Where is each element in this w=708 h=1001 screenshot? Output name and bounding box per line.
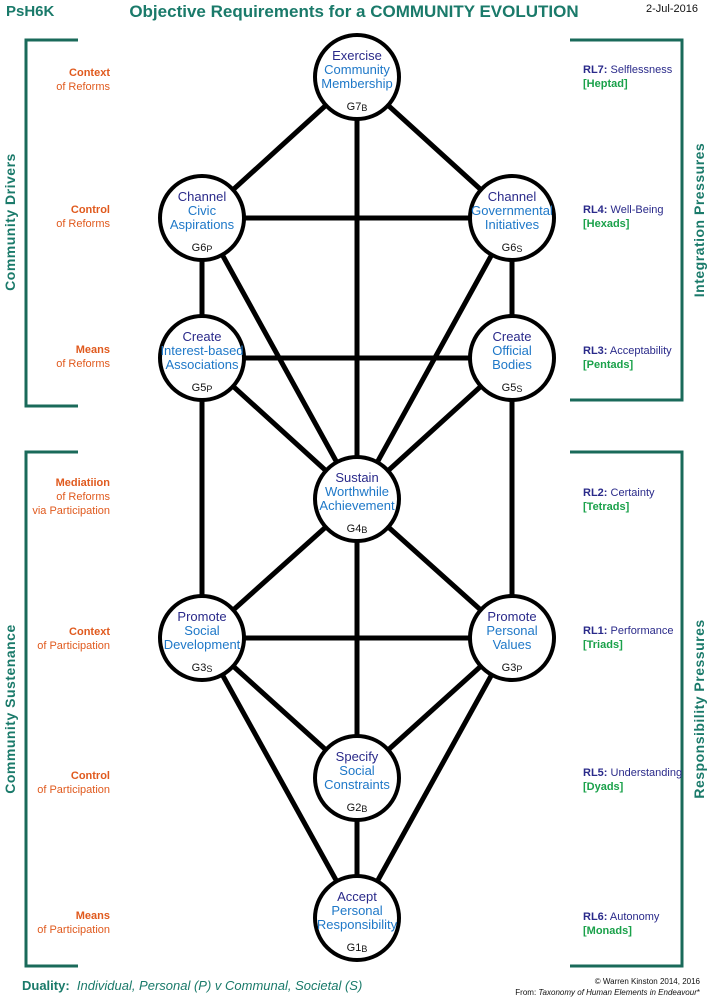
date-label: 2-Jul-2016: [646, 3, 698, 15]
node-label-line: Exercise: [332, 48, 382, 63]
right-label-rl7: RL7: Selflessness[Heptad]: [583, 64, 673, 90]
right-bracket-top: [570, 38, 684, 402]
node-label-line: Specify: [336, 749, 379, 764]
node-code: G1B: [347, 942, 368, 954]
node-label-line: Interest-based: [160, 343, 243, 358]
node-label-line: Channel: [178, 189, 227, 204]
node-label-line: Accept: [337, 889, 377, 904]
node-circle: [158, 314, 246, 402]
node-label-line: Aspirations: [170, 217, 235, 232]
node-label-line: Achievement: [319, 498, 395, 513]
right-label-rl5: RL5: Understanding[Dyads]: [583, 767, 683, 793]
node-circle: [468, 594, 556, 682]
node-label-line: Personal: [331, 903, 382, 918]
page-title: Objective Requirements for a COMMUNITY E…: [129, 2, 579, 21]
right-label-rl6: RL6: Autonomy[Monads]: [583, 911, 660, 937]
node-code: G5P: [192, 382, 213, 394]
node-label-line: Channel: [488, 189, 537, 204]
node-label-line: Development: [164, 637, 241, 652]
node-label-line: Create: [492, 329, 531, 344]
node-code: G6S: [502, 242, 523, 254]
node-label-line: Governmental: [471, 203, 553, 218]
node-label-line: Civic: [188, 203, 217, 218]
node-label-line: Bodies: [492, 357, 532, 372]
right-bracket-bottom: [570, 450, 684, 968]
node-label-line: Social: [184, 623, 220, 638]
group-label-community-drivers: Community Drivers: [2, 153, 18, 291]
group-label-integration-pressures: Integration Pressures: [691, 142, 707, 298]
node-code: G7B: [347, 101, 368, 113]
node-label-line: Promote: [487, 609, 536, 624]
node-code: G3P: [502, 662, 523, 674]
node-code: G5S: [502, 382, 523, 394]
node-label-line: Create: [182, 329, 221, 344]
node-label-line: Responsibility: [317, 917, 398, 932]
node-label-line: Membership: [321, 76, 393, 91]
edge-g3p-g1b: [354, 636, 515, 920]
right-label-rl3: RL3: Acceptability[Pentads]: [583, 345, 672, 371]
node-circle: [313, 455, 401, 543]
node-label-line: Social: [339, 763, 375, 778]
node-layer: ExerciseCommunityMembershipG7BChannelCiv…: [158, 33, 556, 962]
node-label-line: Community: [324, 62, 390, 77]
node-code: G2B: [347, 802, 368, 814]
node-circle: [313, 874, 401, 962]
node-circle: [313, 33, 401, 121]
node-label-line: Worthwhile: [325, 484, 389, 499]
node-label-line: Personal: [486, 623, 537, 638]
node-code: G3S: [192, 662, 213, 674]
group-label-community-sustenance: Community Sustenance: [2, 624, 18, 794]
right-label-rl4: RL4: Well-Being[Hexads]: [583, 204, 664, 230]
right-label-rl1: RL1: Performance[Triads]: [583, 625, 674, 651]
node-circle: [158, 594, 246, 682]
diagram-code: PsH6K: [6, 3, 55, 20]
duality-footer: Duality: Individual, Personal (P) v Comm…: [22, 978, 363, 993]
node-circle: [468, 174, 556, 262]
node-circle: [158, 174, 246, 262]
left-bracket-bottom: [24, 450, 78, 968]
node-code: G6P: [192, 242, 213, 254]
node-label-line: Values: [493, 637, 532, 652]
edge-g3s-g1b: [199, 636, 360, 920]
node-label-line: Constraints: [324, 777, 390, 792]
left-bracket-top: [24, 38, 78, 408]
node-circle: [313, 734, 401, 822]
node-label-line: Initiatives: [485, 217, 540, 232]
node-code: G4B: [347, 523, 368, 535]
right-label-rl2: RL2: Certainty[Tetrads]: [583, 487, 655, 513]
node-label-line: Promote: [177, 609, 226, 624]
node-circle: [468, 314, 556, 402]
node-label-line: Associations: [166, 357, 239, 372]
node-label-line: Official: [492, 343, 532, 358]
group-label-responsibility-pressures: Responsibility Pressures: [691, 619, 707, 799]
node-label-line: Sustain: [335, 470, 378, 485]
